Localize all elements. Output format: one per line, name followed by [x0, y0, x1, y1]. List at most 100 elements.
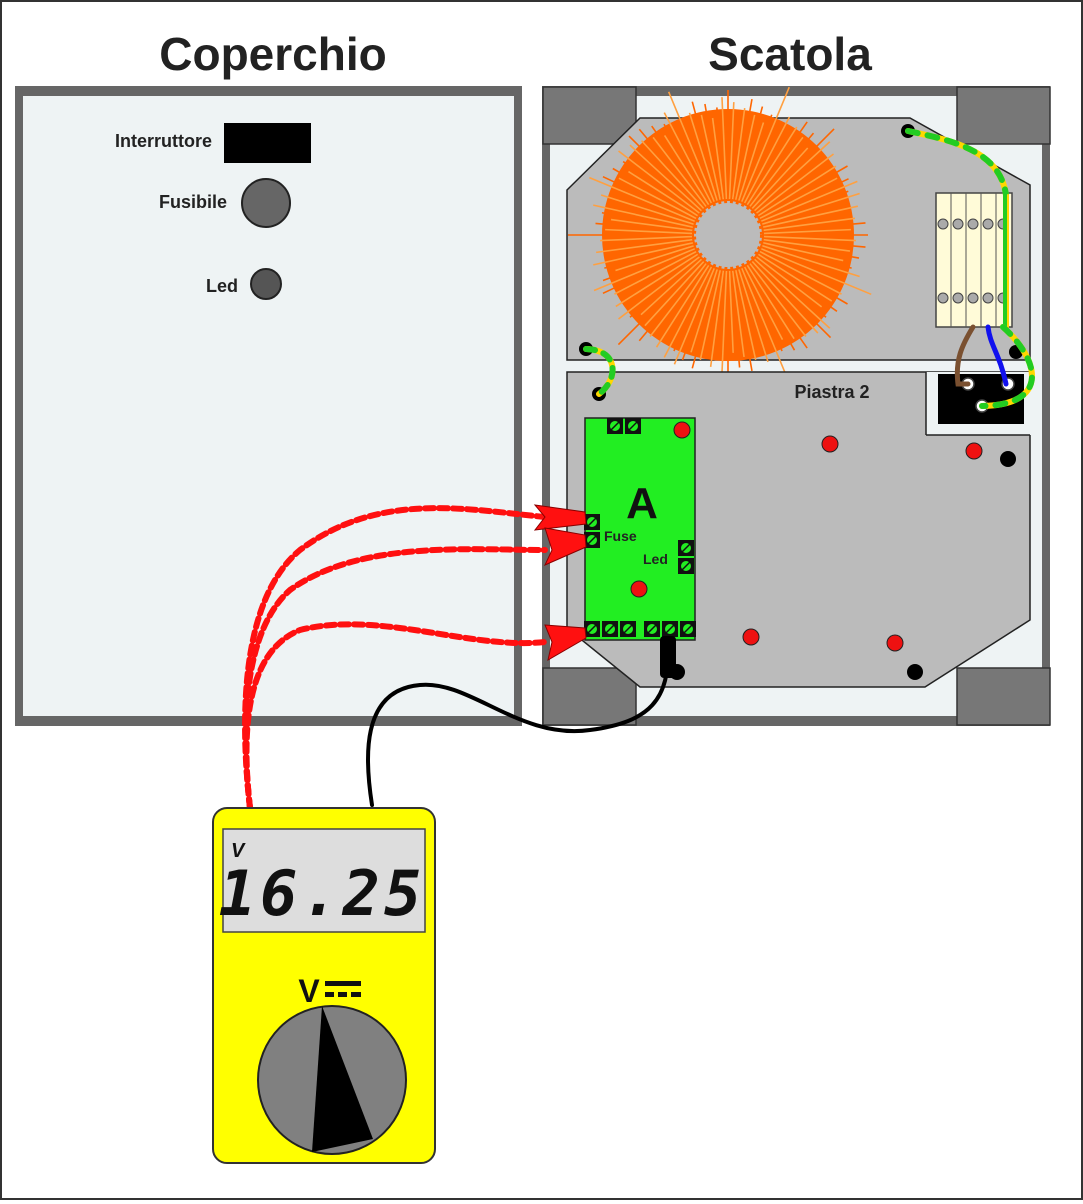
- fuse-label: Fusibile: [159, 192, 227, 212]
- terminal-screw[interactable]: [937, 218, 949, 230]
- winding-ray: [675, 123, 714, 203]
- red-spacer: [965, 442, 983, 460]
- winding-ray: [743, 116, 791, 204]
- wires: [242, 128, 1035, 811]
- winding-ray: [750, 132, 815, 208]
- winding-ray: [762, 205, 859, 228]
- winding-ray: [736, 106, 764, 201]
- winding-ray: [617, 259, 704, 346]
- winding-ray: [711, 117, 725, 200]
- winding-ray: [625, 252, 698, 295]
- multimeter: V 16.25 V: [212, 807, 436, 1164]
- winding-ray: [615, 245, 694, 272]
- winding-ray: [663, 112, 713, 204]
- terminal-screw[interactable]: [967, 292, 979, 304]
- multimeter-display: [222, 828, 426, 933]
- winding-ray: [704, 103, 723, 200]
- box-panel: Piastra 2 A: [542, 86, 1051, 726]
- winding-ray: [751, 261, 819, 334]
- terminal-block: [935, 192, 1013, 328]
- winding-ray: [602, 246, 695, 282]
- winding-ray: [602, 249, 696, 295]
- winding-ray: [763, 240, 860, 259]
- display-unit: V: [231, 840, 246, 862]
- terminal-screw[interactable]: [952, 292, 964, 304]
- red-clip-2[interactable]: [543, 527, 587, 566]
- terminal-screw[interactable]: [937, 292, 949, 304]
- winding-ray: [756, 153, 835, 214]
- mounting-hole: [1000, 451, 1016, 467]
- winding-ray: [700, 114, 721, 201]
- winding-ray: [655, 264, 710, 348]
- toroid-windings: [568, 86, 872, 385]
- winding-ray: [690, 269, 718, 353]
- winding-ray: [757, 165, 837, 217]
- winding-ray: [759, 250, 842, 295]
- winding-ray: [760, 178, 849, 221]
- winding-ray: [628, 135, 704, 211]
- winding-ray: [763, 235, 856, 242]
- winding-ray: [610, 237, 693, 247]
- winding-ray: [606, 240, 693, 258]
- winding-ray: [651, 125, 709, 206]
- red-clip-1[interactable]: [533, 504, 587, 531]
- winding-ray: [747, 264, 808, 349]
- winding-ray: [760, 248, 872, 296]
- winding-ray: [638, 128, 706, 208]
- mode-label: V: [298, 973, 320, 1009]
- winding-ray: [649, 263, 707, 338]
- winding-ray: [593, 248, 696, 292]
- corner-block-bottom-left: [542, 667, 637, 726]
- winding-ray: [751, 147, 809, 209]
- winding-ray: [699, 269, 721, 361]
- pcb-red-spacer: [673, 421, 691, 439]
- winding-ray: [763, 217, 856, 232]
- dc-symbol-icon: [325, 981, 361, 997]
- winding-ray: [755, 155, 823, 213]
- power-switch[interactable]: [224, 123, 311, 163]
- winding-ray: [616, 193, 695, 224]
- winding-ray: [601, 211, 693, 230]
- winding-ray: [747, 121, 808, 206]
- terminal-screw[interactable]: [982, 292, 994, 304]
- winding-ray: [691, 269, 720, 369]
- winding-ray: [739, 268, 771, 351]
- fuse-holder[interactable]: [241, 178, 291, 228]
- winding-ray: [745, 132, 788, 205]
- winding-ray: [755, 257, 827, 318]
- winding-ray: [758, 252, 848, 305]
- winding-ray: [691, 101, 720, 201]
- display-reading: 16.25: [219, 857, 426, 930]
- black-probe-wire: [365, 643, 671, 807]
- red-clip-3[interactable]: [544, 624, 587, 662]
- winding-ray: [618, 177, 697, 220]
- winding-ray: [612, 167, 698, 218]
- winding-ray: [762, 202, 848, 227]
- winding-ray: [738, 269, 769, 363]
- toroid-core-hole: [692, 199, 764, 271]
- switch-label: Interruttore: [115, 131, 212, 151]
- winding-ray: [688, 112, 718, 201]
- winding-ray: [761, 190, 849, 224]
- terminal-block-body: [935, 192, 1013, 328]
- terminal-screw[interactable]: [952, 218, 964, 230]
- winding-ray: [754, 258, 831, 329]
- winding-ray: [730, 117, 740, 200]
- winding-ray: [673, 267, 715, 365]
- terminal-screw[interactable]: [967, 218, 979, 230]
- winding-ray: [763, 222, 866, 233]
- winding-ray: [721, 97, 728, 200]
- winding-ray: [595, 222, 693, 233]
- winding-ray: [652, 136, 707, 207]
- lid-title: Coperchio: [159, 28, 386, 80]
- winding-ray: [760, 180, 858, 222]
- black-probe-tip[interactable]: [660, 636, 676, 678]
- corner-block-top-left: [542, 86, 637, 145]
- winding-ray: [733, 270, 753, 372]
- winding-ray: [735, 269, 757, 361]
- terminal-screw[interactable]: [982, 218, 994, 230]
- winding-ray: [605, 228, 693, 235]
- winding-ray: [763, 237, 866, 248]
- winding-ray: [750, 262, 805, 326]
